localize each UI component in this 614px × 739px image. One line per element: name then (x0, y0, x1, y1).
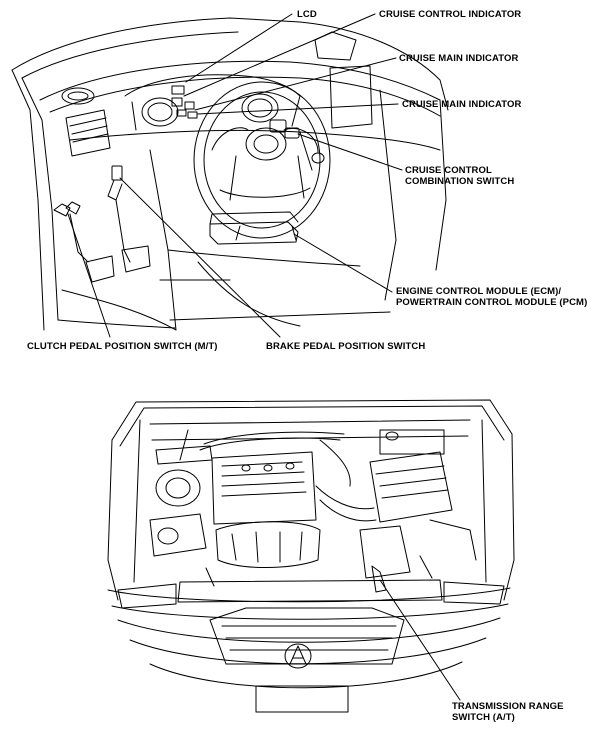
label-cruise-control-combination-switch: CRUISE CONTROL COMBINATION SWITCH (405, 165, 514, 187)
label-line: SWITCH (A/T) (452, 712, 515, 723)
label-cruise-control-indicator: CRUISE CONTROL INDICATOR (379, 9, 522, 20)
interior-leader-lines (67, 13, 403, 338)
label-transmission-range-switch: TRANSMISSION RANGE SWITCH (A/T) (452, 701, 564, 723)
label-line: COMBINATION SWITCH (405, 176, 515, 187)
label-clutch-pedal-position-switch: CLUTCH PEDAL POSITION SWITCH (M/T) (27, 341, 218, 352)
label-brake-pedal-position-switch: BRAKE PEDAL POSITION SWITCH (266, 341, 426, 352)
label-cruise-main-indicator-2: CRUISE MAIN INDICATOR (402, 99, 522, 110)
label-line: CRUISE CONTROL (405, 165, 492, 176)
label-line: ENGINE CONTROL MODULE (ECM)/ (396, 286, 562, 297)
label-line: POWERTRAIN CONTROL MODULE (PCM) (396, 297, 588, 308)
interior-drawing (11, 17, 449, 331)
engine-bay-drawing (107, 399, 515, 713)
label-lcd: LCD (297, 9, 317, 20)
label-cruise-main-indicator-1: CRUISE MAIN INDICATOR (399, 53, 519, 64)
label-line: TRANSMISSION RANGE (452, 701, 564, 712)
label-ecm-pcm: ENGINE CONTROL MODULE (ECM)/ POWERTRAIN … (396, 286, 587, 308)
engine-bay-leader-lines (379, 579, 461, 701)
